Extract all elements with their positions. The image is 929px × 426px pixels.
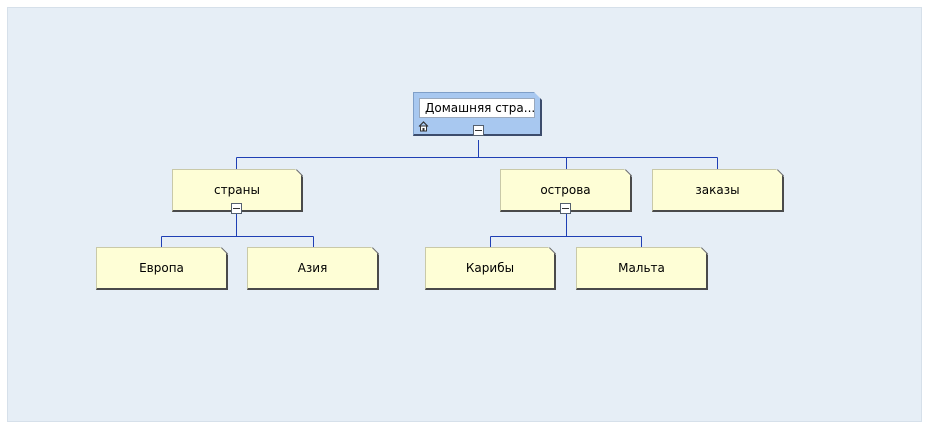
ostrova-collapse-toggle[interactable] <box>560 203 571 214</box>
page-label: страны <box>214 183 260 197</box>
page-node-evropa[interactable]: Европа <box>96 247 228 290</box>
page-label: острова <box>540 183 591 197</box>
page-label: Мальта <box>618 261 665 275</box>
page-node-aziya[interactable]: Азия <box>247 247 379 290</box>
page-label: Азия <box>297 261 328 275</box>
home-collapse-toggle[interactable] <box>473 125 484 136</box>
page-node-zakazy[interactable]: заказы <box>652 169 784 212</box>
page-label: заказы <box>695 183 740 197</box>
strany-collapse-toggle[interactable] <box>231 203 242 214</box>
minus-icon <box>233 208 240 209</box>
minus-icon <box>562 208 569 209</box>
minus-icon <box>475 130 482 131</box>
home-icon <box>418 121 429 132</box>
home-page-title[interactable]: Домашняя стра... <box>419 98 535 118</box>
page-node-malta[interactable]: Мальта <box>576 247 708 290</box>
sitemap-canvas[interactable] <box>7 7 922 422</box>
page-label: Европа <box>139 261 184 275</box>
page-node-karibi[interactable]: Карибы <box>425 247 556 290</box>
page-label: Карибы <box>465 261 515 275</box>
